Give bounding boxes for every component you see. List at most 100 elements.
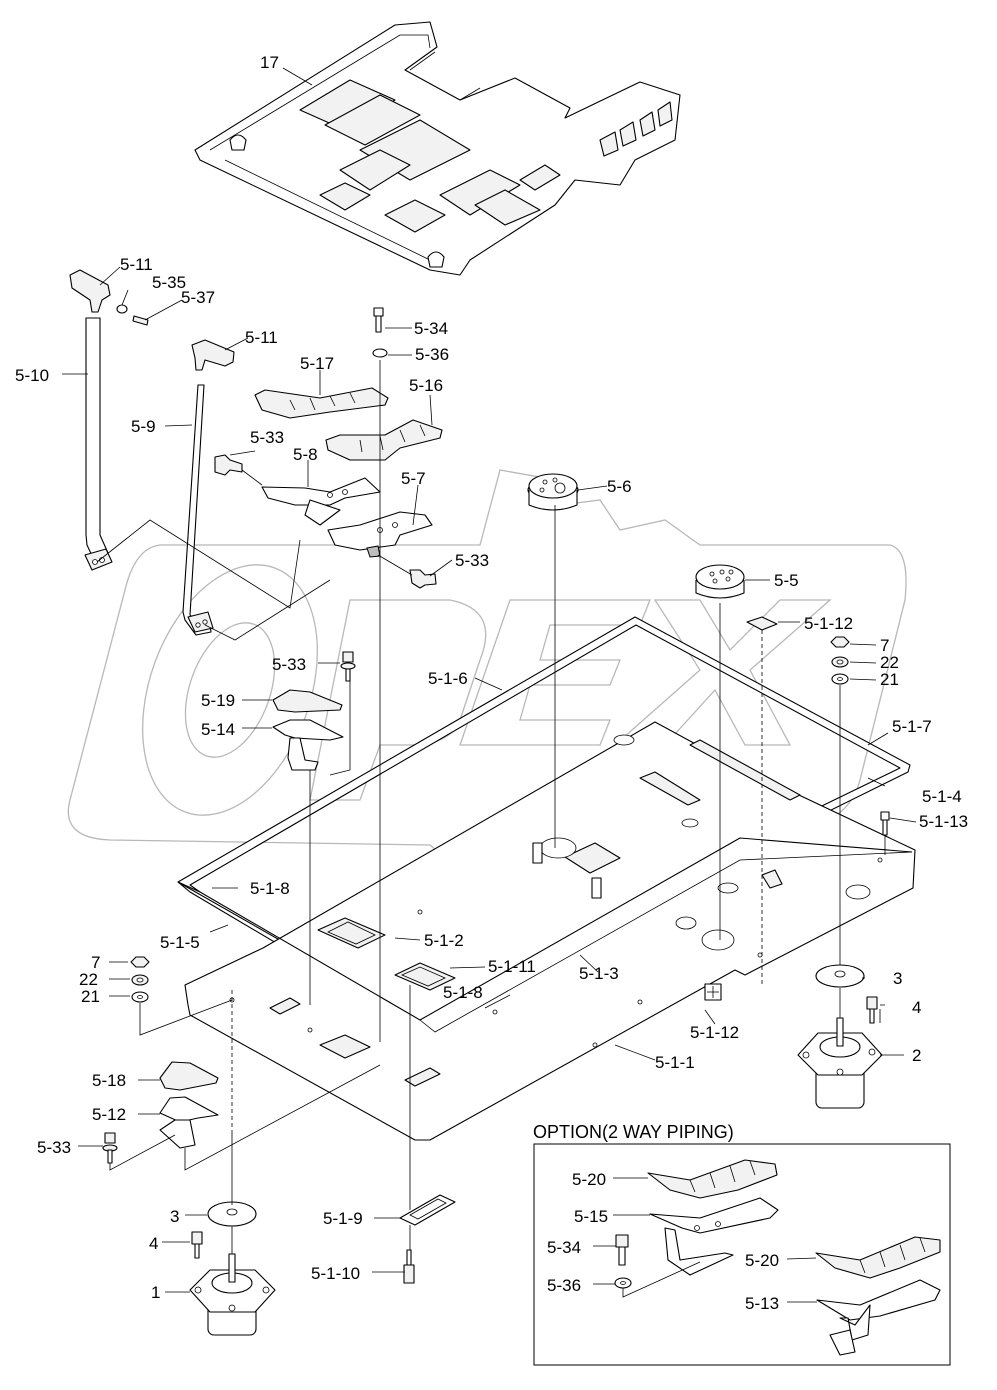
label-5-1-11: 5-1-11	[488, 957, 536, 976]
part-5-17-pedal-pad[interactable]	[254, 387, 389, 419]
part-5-5-grommet[interactable]	[695, 564, 745, 599]
part-5-33-bolt-d[interactable]	[102, 1132, 118, 1164]
part-5-10-lever-rod[interactable]	[84, 317, 113, 571]
part-7-22-21-nut-washers-right[interactable]	[830, 636, 850, 685]
part-5-14-pedal[interactable]	[272, 719, 344, 771]
label-5-1-6: 5-1-6	[428, 669, 468, 688]
label-3-b: 3	[170, 1207, 179, 1226]
label-5-11-a: 5-11	[120, 255, 153, 274]
part-5-37-screw[interactable]	[132, 315, 149, 326]
part-7-22-21-nut-washers-left[interactable]	[130, 956, 150, 1003]
option-part-5-13-pedal[interactable]	[816, 1279, 941, 1356]
part-5-12-pedal[interactable]	[159, 1096, 219, 1149]
part-5-33-bolt-c[interactable]	[340, 651, 356, 682]
part-5-35-washer[interactable]	[116, 304, 128, 314]
part-4-bolt-right[interactable]	[866, 996, 878, 1024]
label-5-1-13: 5-1-13	[919, 812, 968, 831]
label-5-18: 5-18	[92, 1071, 126, 1090]
label-5-16: 5-16	[409, 376, 443, 395]
label-5-8: 5-8	[293, 445, 318, 464]
label-5-14: 5-14	[201, 720, 235, 739]
label-21-a: 21	[880, 670, 899, 689]
part-3-washer-left[interactable]	[207, 1201, 257, 1227]
label-5-6: 5-6	[607, 477, 632, 496]
label-5-1-12-a: 5-1-12	[804, 614, 853, 633]
label-5-1-8-b: 5-1-8	[443, 983, 483, 1002]
part-5-9-lever-rod[interactable]	[182, 384, 214, 636]
label-5-1-12-b: 5-1-12	[690, 1023, 739, 1042]
part-5-11-knob-left[interactable]	[69, 269, 111, 313]
label-5-1-10: 5-1-10	[311, 1264, 360, 1283]
label-1: 1	[151, 1283, 160, 1302]
part-5-33-bolt-a[interactable]	[214, 454, 243, 476]
label-22-b: 22	[79, 970, 98, 989]
label-5-33-d: 5-33	[37, 1138, 71, 1157]
label-5-34: 5-34	[414, 319, 448, 338]
option-part-5-20-pad-lower[interactable]	[815, 1236, 941, 1279]
part-1-cab-mount[interactable]	[189, 1253, 276, 1336]
part-5-34-bolt[interactable]	[373, 307, 384, 333]
label-5-37: 5-37	[181, 288, 215, 307]
label-5-33-c: 5-33	[272, 655, 306, 674]
part-5-8-pedal-bracket[interactable]	[261, 477, 381, 526]
label-5-1-8-a: 5-1-8	[250, 879, 290, 898]
label-5-1-7: 5-1-7	[892, 717, 932, 736]
label-5-9: 5-9	[131, 417, 156, 436]
label-5-12: 5-12	[92, 1105, 126, 1124]
part-5-1-9-plate[interactable]	[399, 1194, 456, 1226]
label-2: 2	[912, 1046, 921, 1065]
part-5-19-pedal-pad[interactable]	[272, 689, 343, 713]
label-option-5-34: 5-34	[547, 1238, 581, 1257]
part-3-washer-right[interactable]	[815, 964, 865, 988]
label-5-33-a: 5-33	[250, 428, 284, 447]
label-option-5-36: 5-36	[547, 1276, 581, 1295]
label-option-5-20-b: 5-20	[745, 1251, 779, 1270]
label-5-1-1: 5-1-1	[655, 1053, 695, 1072]
label-7-a: 7	[880, 636, 889, 655]
leader-lines	[62, 67, 917, 1303]
label-5-1-4: 5-1-4	[922, 787, 962, 806]
option-part-5-36-washer[interactable]	[614, 1277, 632, 1289]
label-option-5-20-a: 5-20	[572, 1170, 606, 1189]
part-5-6-grommet[interactable]	[527, 473, 579, 511]
label-5-10: 5-10	[15, 366, 49, 385]
label-5-1-2: 5-1-2	[424, 931, 464, 950]
label-5-11-b: 5-11	[245, 328, 278, 347]
part-2-cab-mount[interactable]	[797, 1017, 883, 1109]
part-5-1-10-bolt[interactable]	[403, 1249, 415, 1284]
part-5-1-13-bolt[interactable]	[880, 811, 890, 836]
label-5-17: 5-17	[300, 354, 334, 373]
option-part-5-34-bolt[interactable]	[615, 1234, 629, 1266]
part-4-bolt-left[interactable]	[191, 1231, 203, 1259]
option-box: OPTION(2 WAY PIPING)	[533, 1122, 951, 1366]
assembly-lines	[96, 360, 886, 1254]
part-5-16-pedal-pad[interactable]	[325, 419, 443, 461]
label-option-5-15: 5-15	[574, 1207, 608, 1226]
part-5-11-knob-right[interactable]	[191, 339, 235, 371]
part-5-1-12-pad-top[interactable]	[746, 616, 778, 631]
option-part-5-15-pedal[interactable]	[649, 1197, 779, 1276]
part-5-1-1-floor-plate[interactable]	[184, 721, 916, 1141]
label-4-b: 4	[149, 1234, 158, 1253]
label-4-a: 4	[912, 998, 921, 1017]
label-5-33-b: 5-33	[455, 551, 489, 570]
label-5-1-5: 5-1-5	[160, 933, 200, 952]
label-22-a: 22	[880, 653, 899, 672]
part-labels: 1 7 5-11 5-35 5-37 5-11 5-10 5-9 5-34 5-3…	[15, 53, 968, 1313]
part-5-33-bolt-b[interactable]	[409, 569, 437, 589]
part-5-1-12-pad-bottom[interactable]	[704, 983, 722, 1001]
option-box-title: OPTION(2 WAY PIPING)	[533, 1122, 734, 1142]
part-5-36-washer[interactable]	[372, 348, 388, 358]
label-5-35: 5-35	[152, 273, 186, 292]
label-option-5-13: 5-13	[745, 1294, 779, 1313]
label-5-5: 5-5	[774, 571, 799, 590]
label-5-7: 5-7	[401, 469, 426, 488]
part-5-18-pedal-pad[interactable]	[159, 1061, 219, 1091]
label-5-36: 5-36	[415, 345, 449, 364]
label-5-19: 5-19	[201, 691, 235, 710]
label-5-1-3: 5-1-3	[579, 964, 619, 983]
option-part-5-20-pad-upper[interactable]	[647, 1159, 778, 1199]
part-17-floor-mat[interactable]	[194, 21, 681, 276]
label-5-1-9: 5-1-9	[323, 1209, 363, 1228]
